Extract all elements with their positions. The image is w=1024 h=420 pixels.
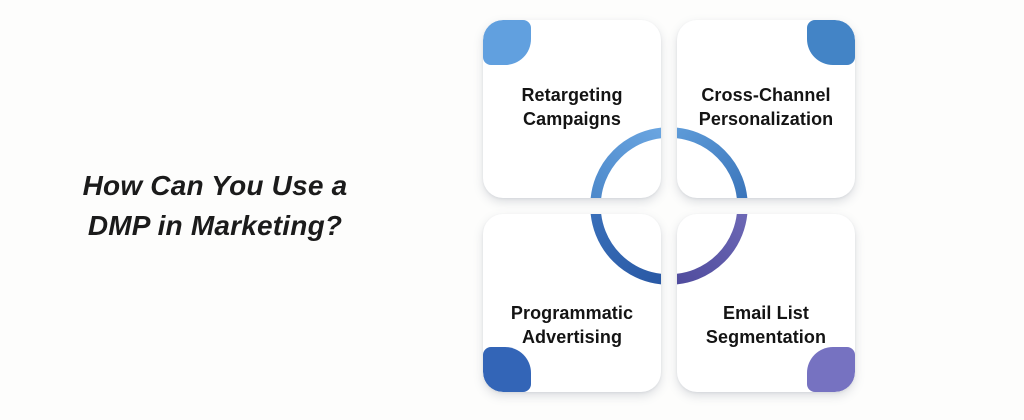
card-label: Retargeting Campaigns [483,20,661,196]
card-programmatic-advertising: Programmatic Advertising [483,214,661,392]
corner-accent-icon [807,20,855,65]
card-label: Email List Segmentation [677,236,855,392]
card-label: Cross-Channel Personalization [677,20,855,196]
card-label-line1: Programmatic [510,303,634,323]
dmp-uses-diagram: Retargeting Campaigns Cross-Channel Pers… [483,20,855,392]
card-label: Programmatic Advertising [483,236,661,392]
card-cross-channel-personalization: Cross-Channel Personalization [677,20,855,198]
page-title-line1: How Can You Use a [82,170,348,201]
card-email-list-segmentation: Email List Segmentation [677,214,855,392]
card-label-line2: Campaigns [523,109,621,129]
card-label-line2: Advertising [521,327,623,347]
card-label-line2: Personalization [698,109,834,129]
card-label-line1: Retargeting [521,85,623,105]
corner-accent-icon [483,20,531,65]
card-retargeting-campaigns: Retargeting Campaigns [483,20,661,198]
card-label-line2: Segmentation [705,327,827,347]
card-label-line1: Cross-Channel [701,85,831,105]
corner-accent-icon [807,347,855,392]
page-title-line2: DMP in Marketing? [87,210,343,241]
page-title: How Can You Use a DMP in Marketing? [40,166,390,246]
card-label-line1: Email List [722,303,810,323]
corner-accent-icon [483,347,531,392]
